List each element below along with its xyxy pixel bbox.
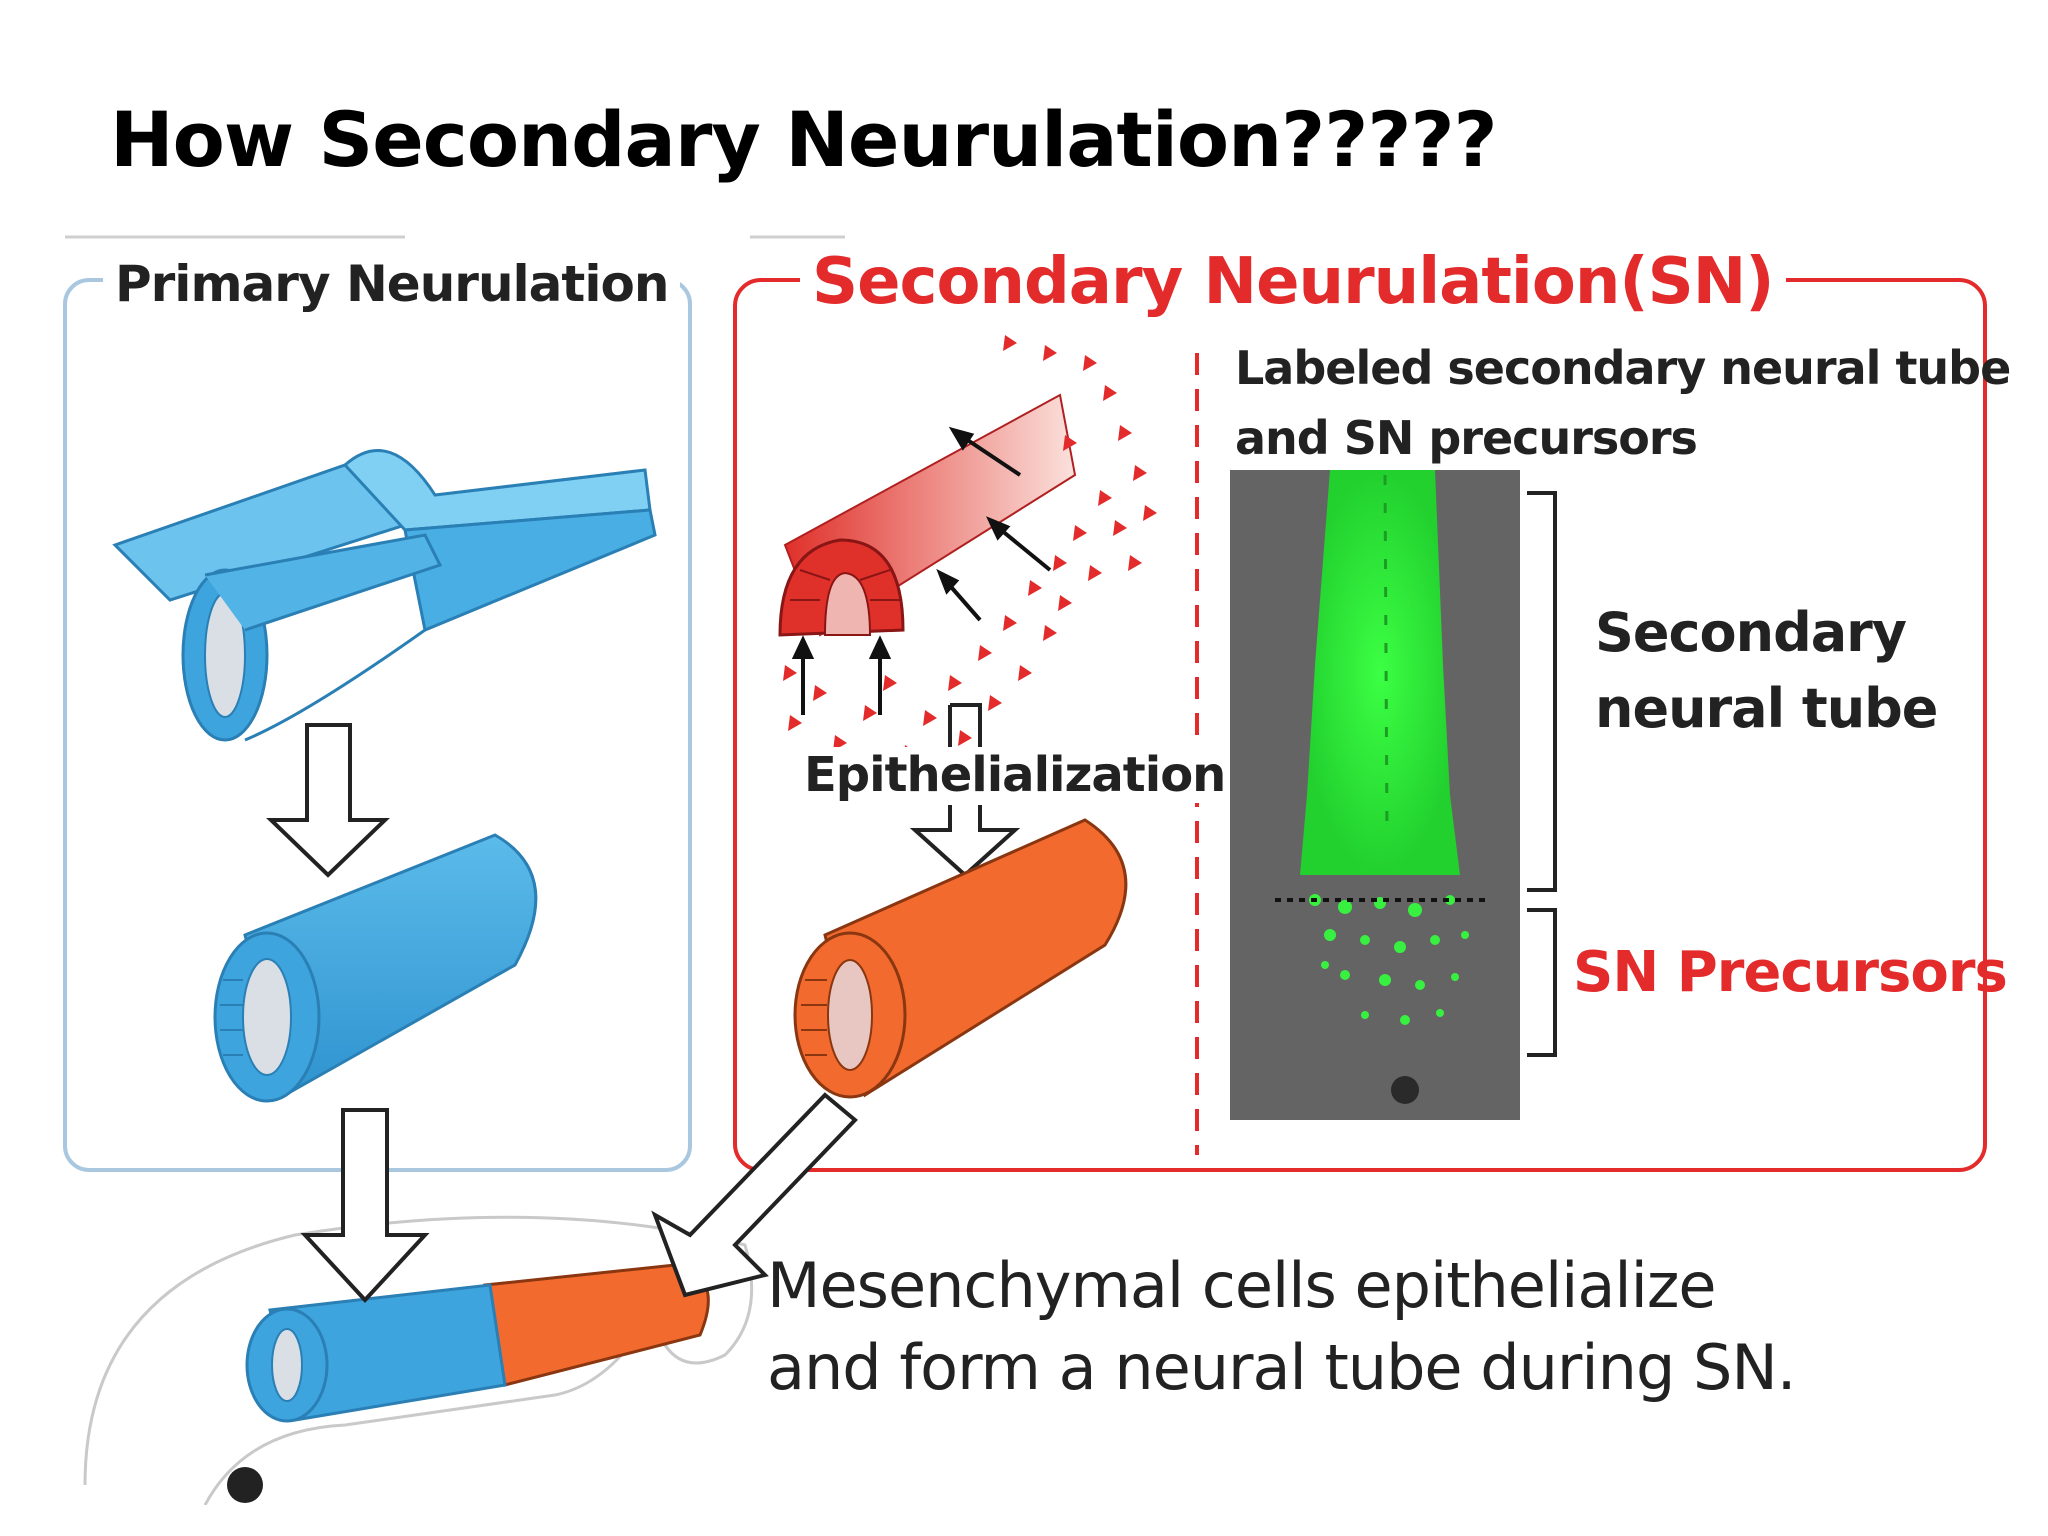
secondary-neural-tube-label: Secondary neural tube <box>1595 595 1938 747</box>
mesenchymal-cells-icon <box>783 335 1157 781</box>
secondary-neural-tube-line2: neural tube <box>1595 677 1938 740</box>
diagonal-arrow-icon <box>651 1092 858 1298</box>
down-arrow-icon <box>300 1108 430 1303</box>
figure-caption: Mesenchymal cells epithelialize and form… <box>767 1245 1796 1409</box>
primary-neurulation-title: Primary Neurulation <box>103 255 681 313</box>
figure-caption-line2: and form a neural tube during SN. <box>767 1331 1796 1404</box>
neurulation-figure: Primary Neurulation Secondary Neurulatio… <box>45 235 2020 1505</box>
epithelialization-arrow-top <box>950 703 982 755</box>
micrograph-image <box>1230 470 1520 1120</box>
embryo-outline <box>83 1215 754 1505</box>
condensation-arrows-icon <box>791 426 1052 715</box>
sn-precursors-label: SN Precursors <box>1573 940 2008 1005</box>
secondary-neural-tube-icon <box>793 818 1128 1099</box>
epithelialization-label: Epithelialization <box>800 747 1230 803</box>
secondary-neural-tube-line1: Secondary <box>1595 601 1907 664</box>
figure-graphics <box>63 235 1987 1505</box>
slide-title: How Secondary Neurulation????? <box>110 95 1498 184</box>
bracket-sn-precursors <box>1527 908 1557 1057</box>
down-arrow-icon <box>266 723 390 878</box>
primary-neural-tube-icon <box>213 833 538 1103</box>
neural-plate-folding-icon <box>112 449 657 742</box>
mesenchymal-condensation-icon <box>778 393 1077 637</box>
combined-neural-tube-icon <box>245 1263 710 1423</box>
embryo-eye-icon <box>227 1467 263 1503</box>
micrograph-caption: Labeled secondary neural tube and SN pre… <box>1235 333 2011 473</box>
micrograph-caption-line2: and SN precursors <box>1235 411 1698 465</box>
bracket-secondary-tube <box>1527 491 1557 892</box>
secondary-neurulation-title: Secondary Neurulation(SN) <box>800 245 1786 319</box>
micrograph-caption-line1: Labeled secondary neural tube <box>1235 341 2011 395</box>
figure-caption-line1: Mesenchymal cells epithelialize <box>767 1249 1717 1322</box>
